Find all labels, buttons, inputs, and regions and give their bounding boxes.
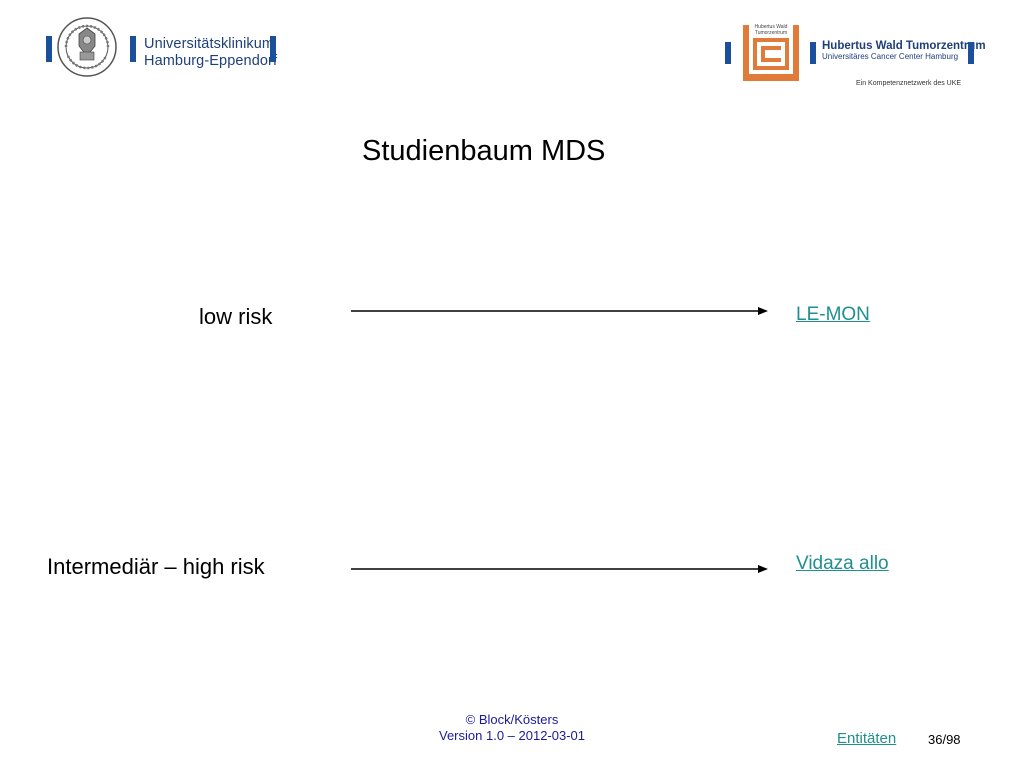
hw-logo-bar-right [968, 42, 974, 64]
page-number: 36/98 [928, 732, 961, 747]
hw-emblem-text: Hubertus Wald Tumorzentrum [754, 24, 788, 36]
uke-logo-bar-left [46, 36, 52, 62]
arrow-low-risk [351, 307, 768, 315]
hw-logo-line2: Universitäres Cancer Center Hamburg [822, 52, 959, 61]
footer-info: © Block/Kösters Version 1.0 – 2012-03-01 [412, 712, 612, 744]
hw-tagline: Ein Kompetenznetzwerk des UKE [856, 80, 962, 87]
footer-copyright: © Block/Kösters [465, 712, 559, 727]
hw-logo-bar-left [725, 42, 731, 64]
hw-emblem-icon [743, 25, 799, 81]
arrow-intermediar-high-risk [351, 565, 768, 573]
uke-logo-line1: Universitätsklinikum [144, 36, 275, 52]
footer-link-entitaten[interactable]: Entitäten [837, 730, 897, 747]
uke-seal-icon [57, 17, 117, 77]
hw-logo-bar-mid [810, 42, 816, 64]
hw-logo-text: Hubertus Wald Tumorzentrum Universitäres… [822, 40, 986, 61]
link-le-mon[interactable]: LE-MON [796, 304, 870, 325]
label-low-risk: low risk [199, 304, 273, 329]
label-intermediar-high-risk: Intermediär – high risk [47, 554, 265, 579]
hw-logo-line1: Hubertus Wald Tumorzentrum [822, 40, 986, 52]
slide-title: Studienbaum MDS [362, 135, 606, 167]
uke-logo-bar-right [270, 36, 276, 62]
uke-logo-line2: Hamburg-Eppendorf [144, 53, 278, 69]
footer-version: Version 1.0 – 2012-03-01 [439, 728, 585, 743]
uke-logo-bar-mid [130, 36, 136, 62]
uke-logo-text: Universitätsklinikum Hamburg-Eppendorf [144, 36, 277, 70]
link-vidaza-allo[interactable]: Vidaza allo [796, 553, 889, 574]
